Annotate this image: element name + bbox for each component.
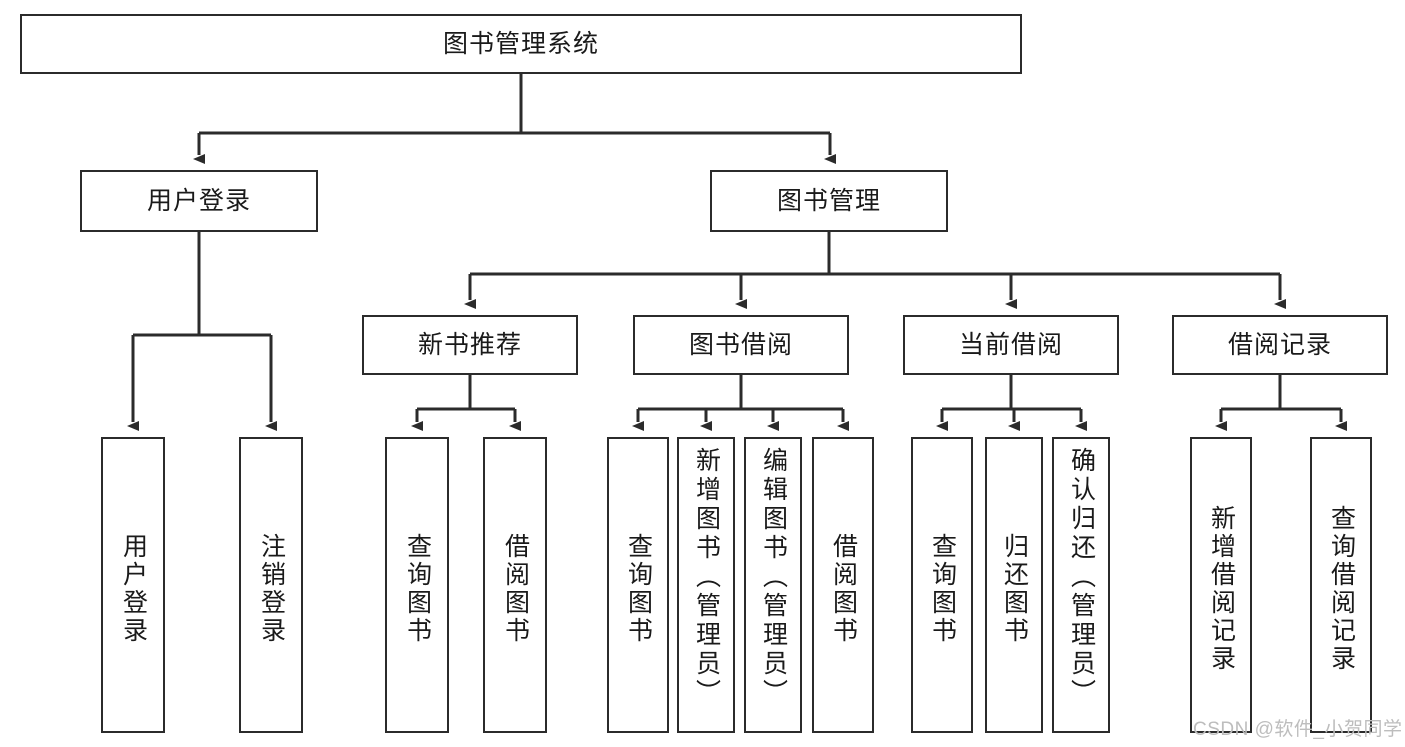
node-leaf-return-book[interactable]: 归还图书 <box>985 437 1043 733</box>
node-book-borrow[interactable]: 图书借阅 <box>633 315 849 375</box>
node-new-book-rec[interactable]: 新书推荐 <box>362 315 578 375</box>
node-book-manage-label: 图书管理 <box>776 187 881 215</box>
node-leaf-confirm-return[interactable]: 确认归还（管理员） <box>1052 437 1110 733</box>
node-leaf-logout-label: 注销登录 <box>257 533 286 645</box>
node-leaf-query-record-label: 查询借阅记录 <box>1327 505 1356 673</box>
node-leaf-borrow-book-2-label: 借阅图书 <box>829 533 858 645</box>
node-user-login[interactable]: 用户登录 <box>80 170 318 232</box>
node-leaf-return-book-label: 归还图书 <box>1000 533 1029 645</box>
node-leaf-query-book-3[interactable]: 查询图书 <box>911 437 973 733</box>
node-leaf-user-login[interactable]: 用户登录 <box>101 437 165 733</box>
node-current-borrow[interactable]: 当前借阅 <box>903 315 1119 375</box>
node-book-manage[interactable]: 图书管理 <box>710 170 948 232</box>
csdn-watermark: CSDN @软件_小贺同学 <box>1193 714 1402 741</box>
node-borrow-record-label: 借阅记录 <box>1227 331 1332 359</box>
node-leaf-query-book-1-label: 查询图书 <box>403 533 432 645</box>
node-user-login-label: 用户登录 <box>146 187 251 215</box>
node-leaf-user-login-label: 用户登录 <box>119 533 148 645</box>
csdn-watermark-text: CSDN @软件_小贺同学 <box>1193 719 1403 740</box>
node-leaf-add-book-label: 新增图书（管理员） <box>692 447 721 708</box>
node-root-label: 图书管理系统 <box>442 30 599 58</box>
node-leaf-add-record-label: 新增借阅记录 <box>1207 505 1236 673</box>
node-leaf-add-book[interactable]: 新增图书（管理员） <box>677 437 735 733</box>
node-leaf-add-record[interactable]: 新增借阅记录 <box>1190 437 1252 733</box>
node-leaf-logout[interactable]: 注销登录 <box>239 437 303 733</box>
node-root[interactable]: 图书管理系统 <box>20 14 1022 74</box>
node-leaf-query-book-1[interactable]: 查询图书 <box>385 437 449 733</box>
node-leaf-borrow-book-1[interactable]: 借阅图书 <box>483 437 547 733</box>
node-leaf-edit-book[interactable]: 编辑图书（管理员） <box>744 437 802 733</box>
node-leaf-query-book-3-label: 查询图书 <box>928 533 957 645</box>
node-leaf-query-book-2-label: 查询图书 <box>624 533 653 645</box>
node-leaf-edit-book-label: 编辑图书（管理员） <box>759 447 788 708</box>
node-leaf-borrow-book-2[interactable]: 借阅图书 <box>812 437 874 733</box>
node-leaf-query-record[interactable]: 查询借阅记录 <box>1310 437 1372 733</box>
node-leaf-query-book-2[interactable]: 查询图书 <box>607 437 669 733</box>
node-new-book-rec-label: 新书推荐 <box>417 331 522 359</box>
node-current-borrow-label: 当前借阅 <box>958 331 1063 359</box>
node-leaf-confirm-return-label: 确认归还（管理员） <box>1067 447 1096 708</box>
node-borrow-record[interactable]: 借阅记录 <box>1172 315 1388 375</box>
node-leaf-borrow-book-1-label: 借阅图书 <box>501 533 530 645</box>
node-book-borrow-label: 图书借阅 <box>688 331 793 359</box>
